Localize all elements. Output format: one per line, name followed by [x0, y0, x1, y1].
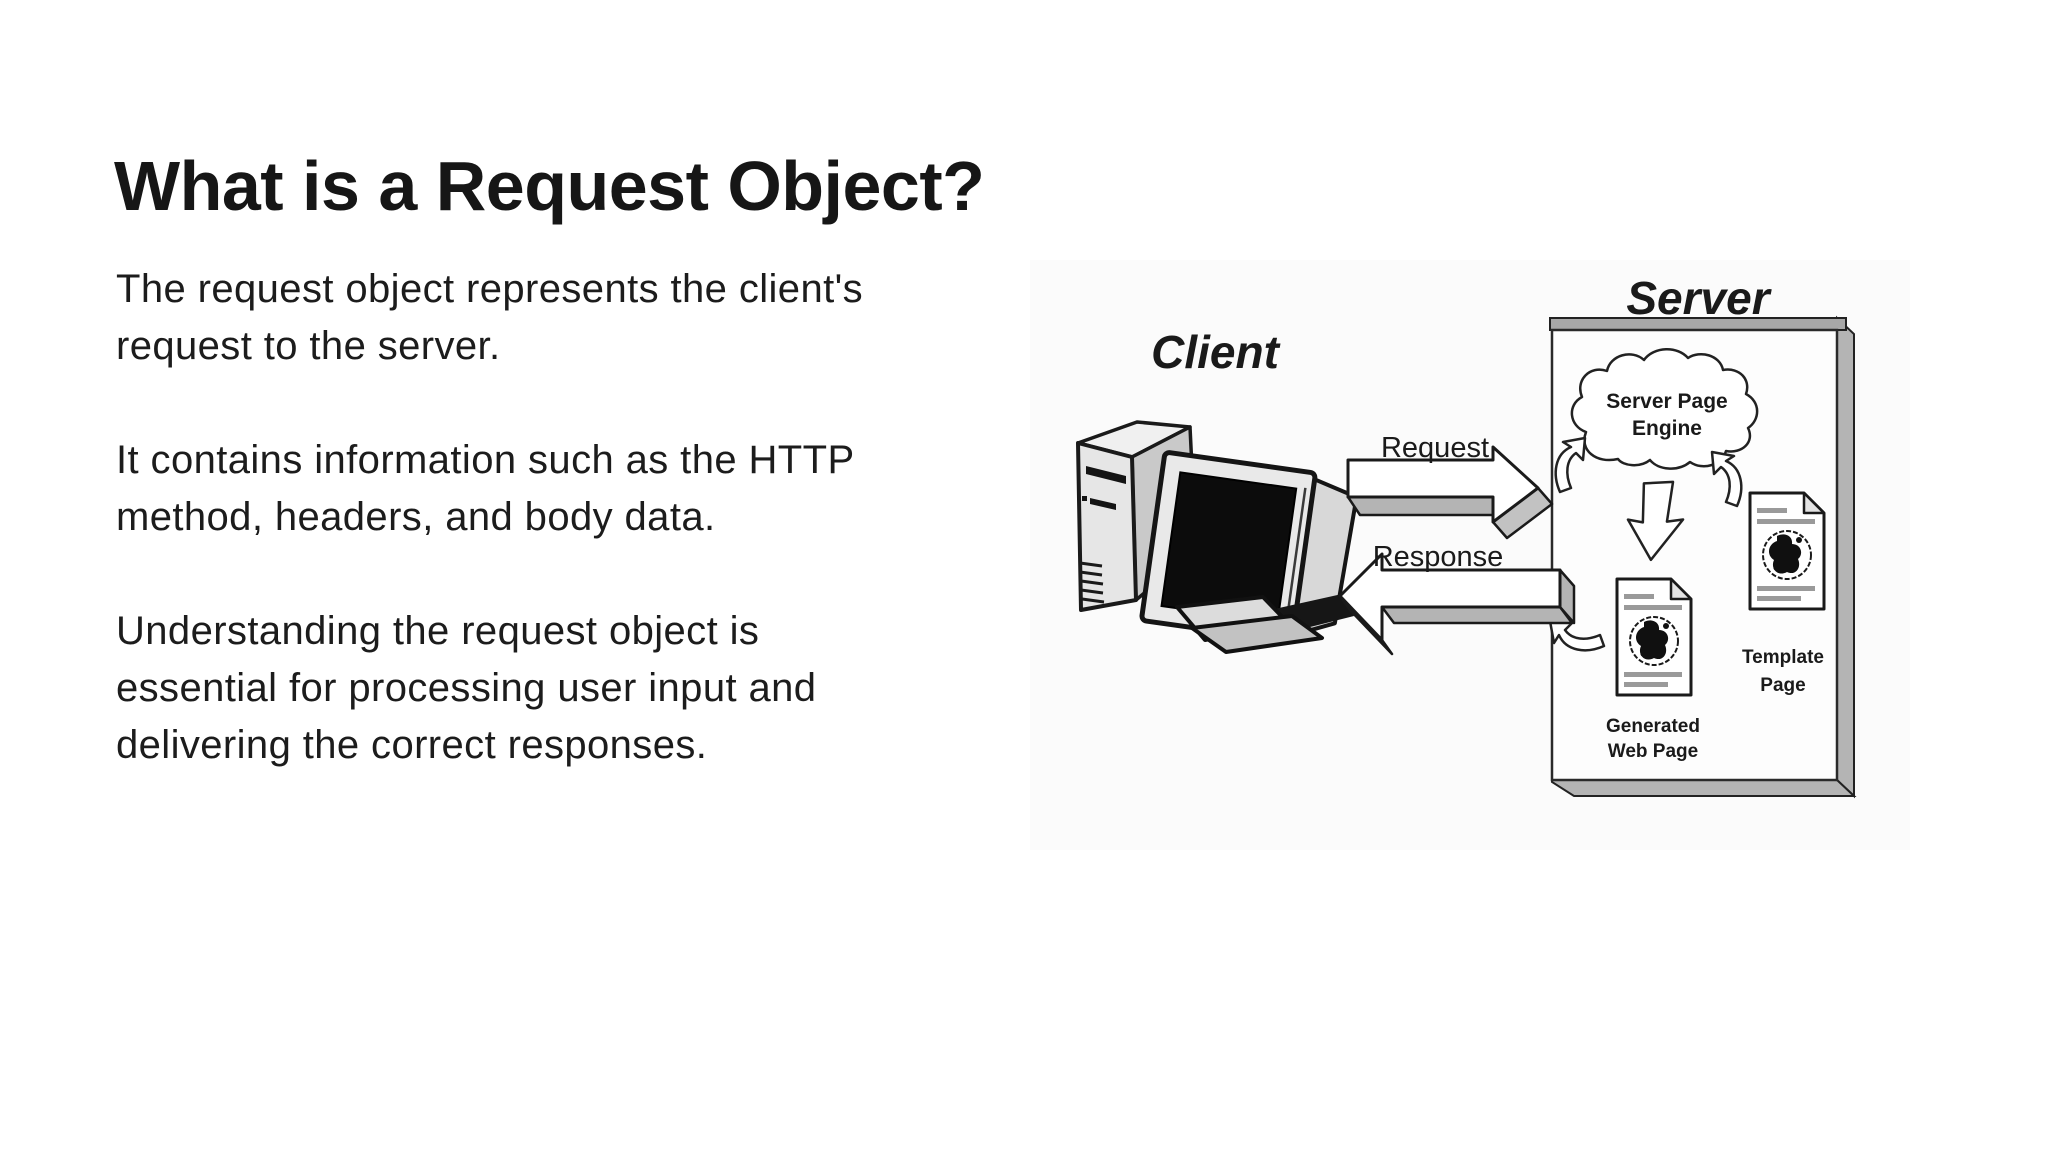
template-page-label-line1: Template: [1742, 647, 1824, 668]
generated-web-page-icon: [1615, 577, 1693, 697]
generated-page-label-line1: Generated: [1606, 716, 1700, 737]
template-page-icon: [1748, 491, 1826, 611]
client-computer-icon: [1076, 420, 1359, 654]
slide-title: What is a Request Object?: [114, 146, 985, 225]
body-text-line: delivering the correct responses.: [116, 723, 708, 767]
paragraph: Understanding the request object is esse…: [116, 603, 863, 774]
body-text-line: The request object represents the client…: [116, 267, 864, 311]
down-arrow-icon: [1626, 480, 1685, 562]
client-server-diagram: Client Server: [1030, 260, 1910, 850]
request-arrow-icon: Request: [1346, 432, 1554, 540]
paragraph: The request object represents the client…: [116, 261, 863, 375]
cloud-label-line2: Engine: [1632, 417, 1702, 440]
client-label: Client: [1151, 326, 1280, 378]
request-label: Request: [1381, 432, 1489, 464]
generated-page-label-line2: Web Page: [1608, 741, 1698, 762]
slide-body: The request object represents the client…: [116, 261, 863, 831]
body-text-line: essential for processing user input and: [116, 666, 817, 710]
server-page-engine-cloud: Server Page Engine: [1570, 348, 1759, 470]
server-panel-side: [1836, 315, 1855, 799]
diagram-svg: Client Server: [1076, 272, 1857, 799]
paragraph: It contains information such as the HTTP…: [116, 432, 863, 546]
body-text-line: It contains information such as the HTTP: [116, 438, 855, 482]
body-text-line: method, headers, and body data.: [116, 495, 716, 539]
crt-monitor-icon: [1139, 450, 1359, 644]
server-label: Server: [1626, 272, 1771, 324]
cloud-label-line1: Server Page: [1606, 390, 1727, 413]
response-label: Response: [1373, 541, 1504, 573]
server-panel-bottom: [1551, 779, 1857, 797]
body-text-line: request to the server.: [116, 324, 501, 368]
monitor-stand: [1175, 594, 1354, 654]
response-arrow-icon: Response: [1338, 541, 1576, 656]
template-page-label-line2: Page: [1760, 675, 1805, 696]
cloud-shape: [1570, 348, 1759, 470]
body-text-line: Understanding the request object is: [116, 609, 760, 653]
